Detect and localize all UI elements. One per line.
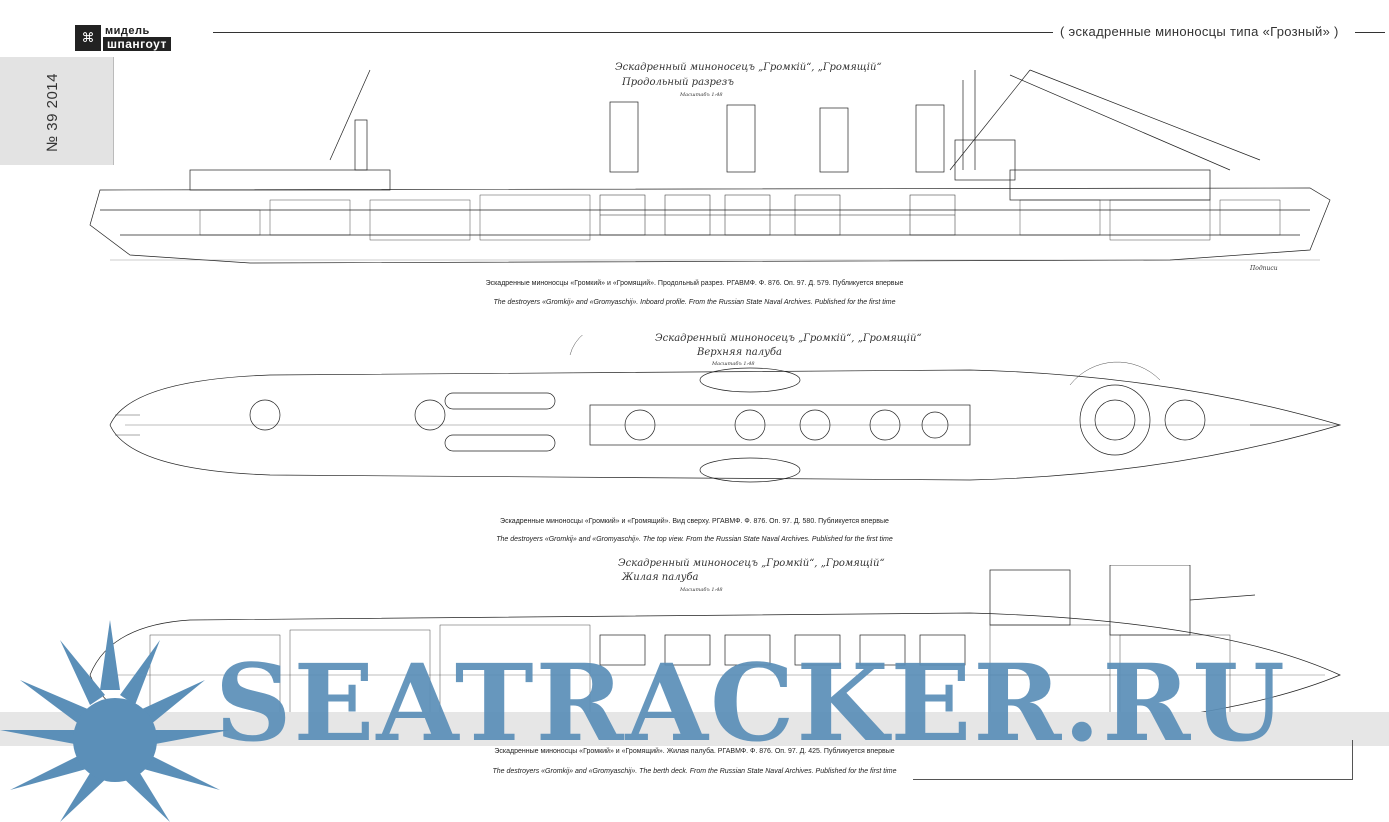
logo-line1: мидель xyxy=(105,25,150,37)
header-rule-end xyxy=(1355,32,1385,33)
drawing-1-title: Эскадренный миноносецъ „Громкій“, „Громя… xyxy=(615,62,882,73)
drawing-2-caption-ru: Эскадренные миноносцы «Громкий» и «Громя… xyxy=(500,518,889,525)
drawing-1-caption-ru: Эскадренные миноносцы «Громкий» и «Громя… xyxy=(485,280,904,287)
drawing-1-subtitle: Продольный разрезъ xyxy=(622,77,734,88)
drawing-2-caption-en: The destroyers «Gromkij» and «Gromyaschi… xyxy=(496,536,893,543)
drawing-1-scale: Масштабъ 1:48 xyxy=(680,92,723,98)
top-view-drawing xyxy=(109,335,1342,483)
sun-burst-icon xyxy=(0,620,230,822)
issue-tab xyxy=(0,57,113,165)
drawing-3-subtitle: Жилая палуба xyxy=(622,572,699,583)
drawing-2-scale: Масштабъ 1:48 xyxy=(712,361,755,367)
footer-side-rule xyxy=(1352,740,1353,780)
ship-frame-icon: ⌘ xyxy=(75,25,101,51)
logo-line2: шпангоут xyxy=(103,37,171,51)
margin-line xyxy=(113,57,114,165)
watermark-text: SEATRACKER.RU xyxy=(215,640,1287,765)
drawing-1-caption-en: The destroyers «Gromkij» and «Gromyaschi… xyxy=(493,299,896,306)
drawing-3-caption-ru: Эскадренные миноносцы «Громкий» и «Громя… xyxy=(494,748,895,755)
drawing-3-scale: Масштабъ 1:48 xyxy=(680,587,723,593)
svg-text:Подписи: Подписи xyxy=(1249,265,1278,272)
drawing-3-title: Эскадренный миноносецъ „Громкій“, „Громя… xyxy=(618,558,885,569)
issue-number: № 39 2014 xyxy=(44,73,61,152)
inboard-profile-drawing: Подписи xyxy=(89,69,1331,272)
drawing-3-caption-en: The destroyers «Gromkij» and «Gromyaschi… xyxy=(492,768,897,775)
series-title: ( эскадренные миноносцы типа «Грозный» ) xyxy=(1060,24,1339,39)
magazine-logo: ⌘ мидель шпангоут xyxy=(75,25,211,51)
drawing-2-subtitle: Верхняя палуба xyxy=(697,347,782,358)
footer-band xyxy=(0,712,1389,746)
header-rule xyxy=(213,32,1053,33)
footer-rule xyxy=(913,779,1353,780)
drawing-2-title: Эскадренный миноносецъ „Громкій“, „Громя… xyxy=(655,333,922,344)
